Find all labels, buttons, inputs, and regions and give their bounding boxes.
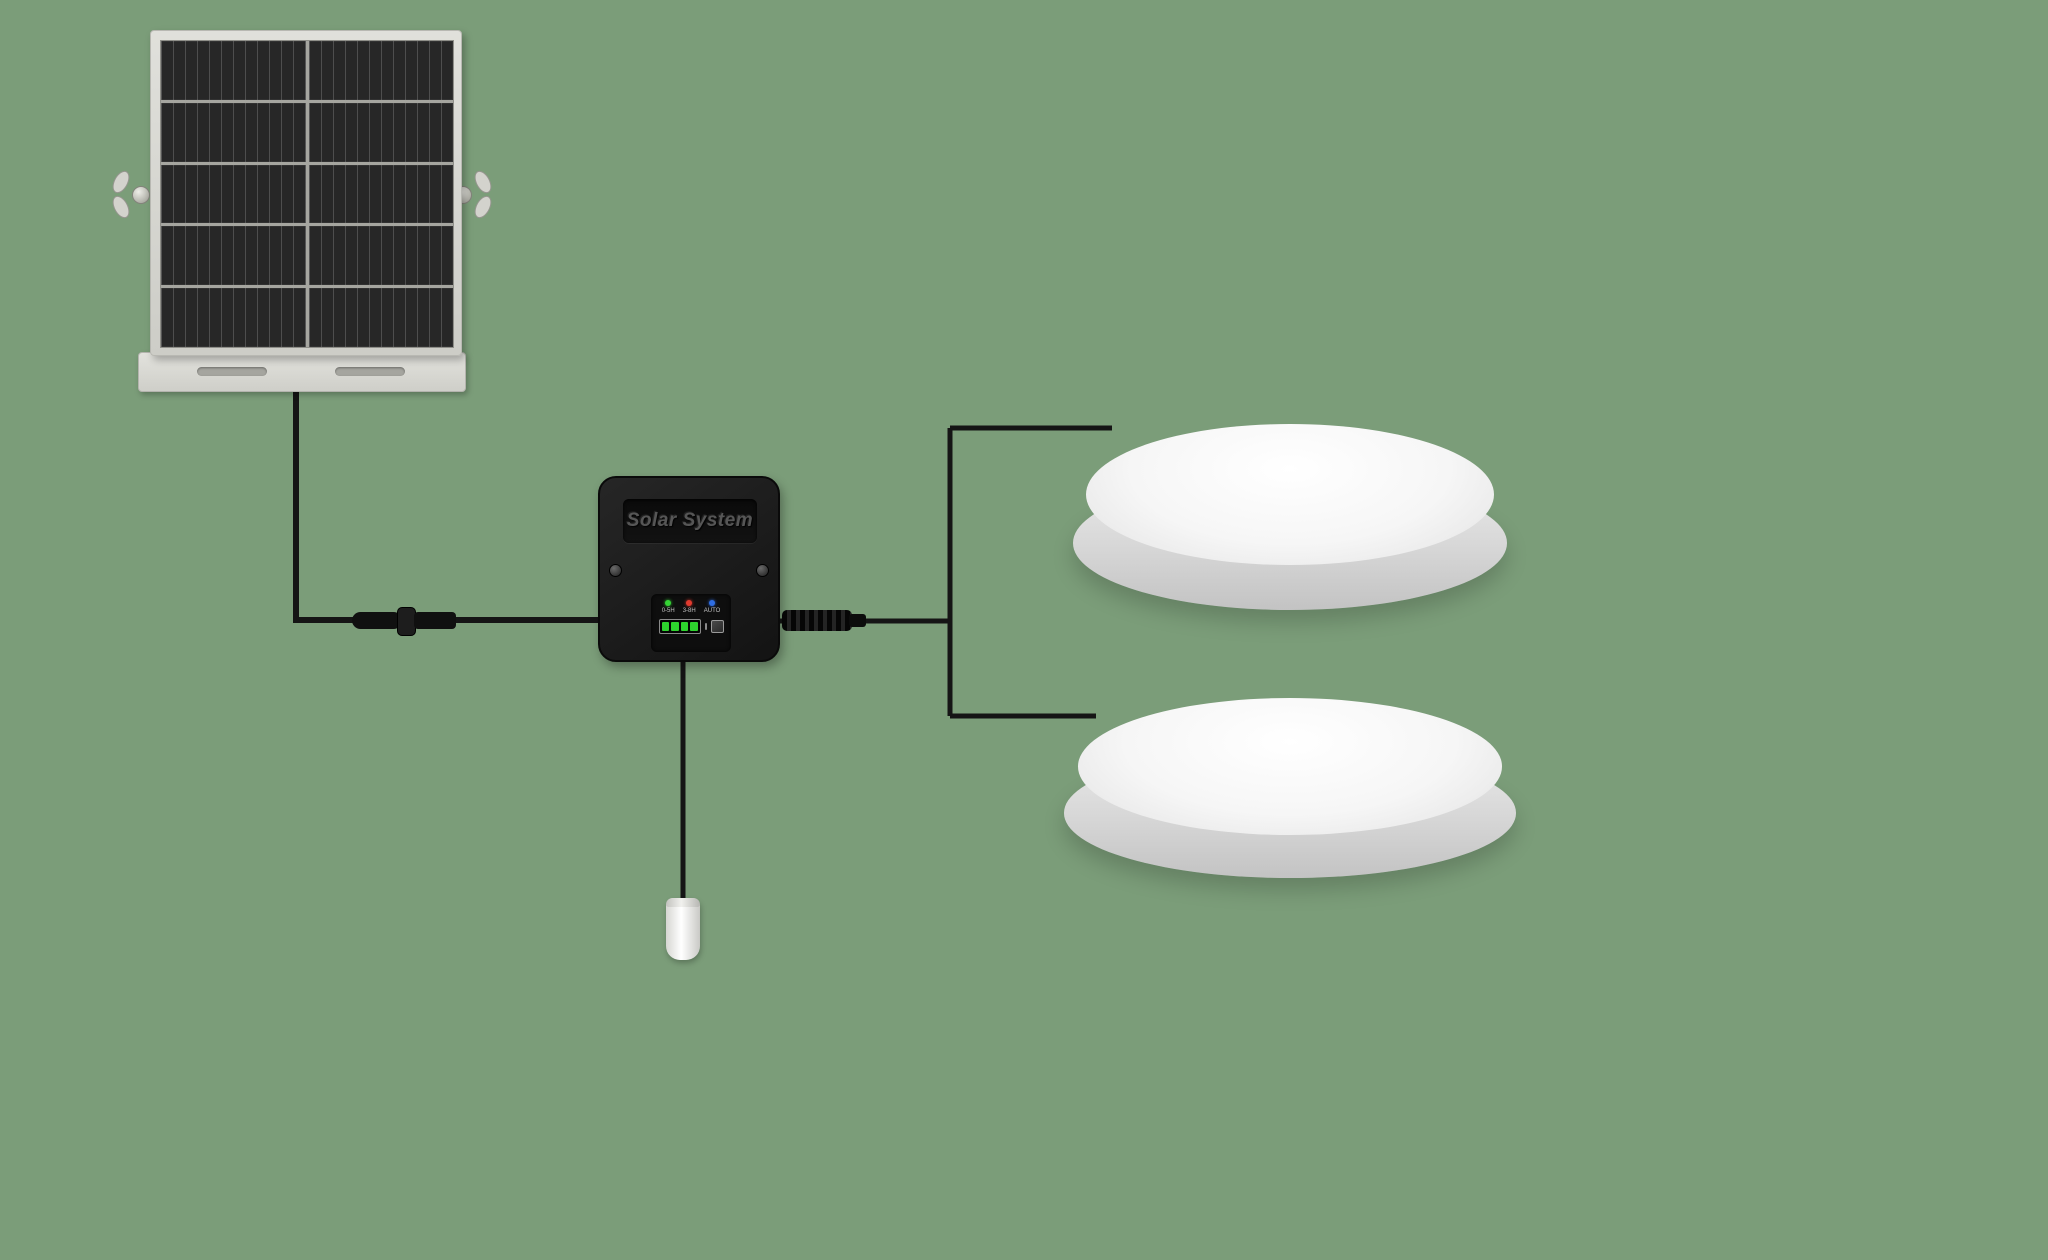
battery-bar [671, 622, 679, 631]
solar-cell [308, 164, 453, 224]
battery-level-indicator [658, 619, 701, 634]
solar-cell-grid [160, 40, 454, 348]
battery-row [658, 619, 724, 634]
battery-bar [690, 622, 698, 631]
wing-ear-icon [471, 168, 495, 196]
solar-cell [161, 226, 306, 286]
solar-cell [308, 102, 453, 162]
cable-controller-to-lights [780, 425, 1112, 719]
indicator-panel: 0-5H 3-8H AUTO [651, 594, 731, 652]
screw-icon [756, 564, 769, 577]
mode-led-green-icon [665, 600, 672, 606]
battery-nub-icon [704, 623, 707, 630]
solar-cell [161, 164, 306, 224]
bracket-slot [335, 367, 405, 376]
screw-icon [609, 564, 622, 577]
wing-ear-icon [109, 193, 133, 221]
mode-led-red: 3-8H [683, 600, 696, 614]
mode-led-green-label: 0-5H [661, 608, 675, 614]
output-cable-connector [782, 610, 852, 631]
wing-screw-left [106, 168, 152, 221]
light-dome [1086, 424, 1494, 566]
solar-cell [161, 288, 306, 347]
ceiling-light-2 [1064, 698, 1516, 878]
controller-box: Solar System 0-5H 3-8H AUTO [598, 476, 780, 662]
output-cable-tip [849, 614, 866, 627]
cable-connector-socket [414, 612, 456, 629]
ceiling-light-1 [1073, 424, 1507, 610]
light-dome [1077, 698, 1503, 835]
battery-bar [680, 622, 688, 631]
wing-ear-icon [109, 168, 133, 196]
light-sensor-pendant [666, 898, 700, 960]
wing-ear-icon [471, 193, 495, 221]
solar-cell [308, 41, 453, 100]
panel-mounting-bracket [138, 352, 466, 392]
wing-nut-icon [132, 186, 150, 204]
solar-cell [161, 41, 306, 100]
cable-connector-plug [352, 612, 402, 629]
solar-cell [308, 288, 453, 347]
mode-led-row: 0-5H 3-8H AUTO [662, 600, 721, 614]
bracket-slot [197, 367, 267, 376]
pendant-rim [666, 898, 700, 907]
mode-led-blue-icon [709, 600, 716, 606]
mode-button[interactable] [710, 620, 724, 633]
mode-led-blue-label: AUTO [703, 608, 721, 614]
mode-led-red-icon [686, 600, 693, 606]
battery-bar [661, 622, 669, 631]
controller-label-plaque: Solar System [623, 499, 757, 543]
solar-cell [161, 102, 306, 162]
cable-panel-to-controller [293, 356, 600, 623]
mode-led-blue: AUTO [703, 600, 721, 614]
mode-led-red-label: 3-8H [682, 608, 696, 614]
solar-cell [308, 226, 453, 286]
controller-label: Solar System [626, 510, 754, 531]
solar-panel [150, 30, 462, 356]
mode-led-green: 0-5H [662, 600, 675, 614]
